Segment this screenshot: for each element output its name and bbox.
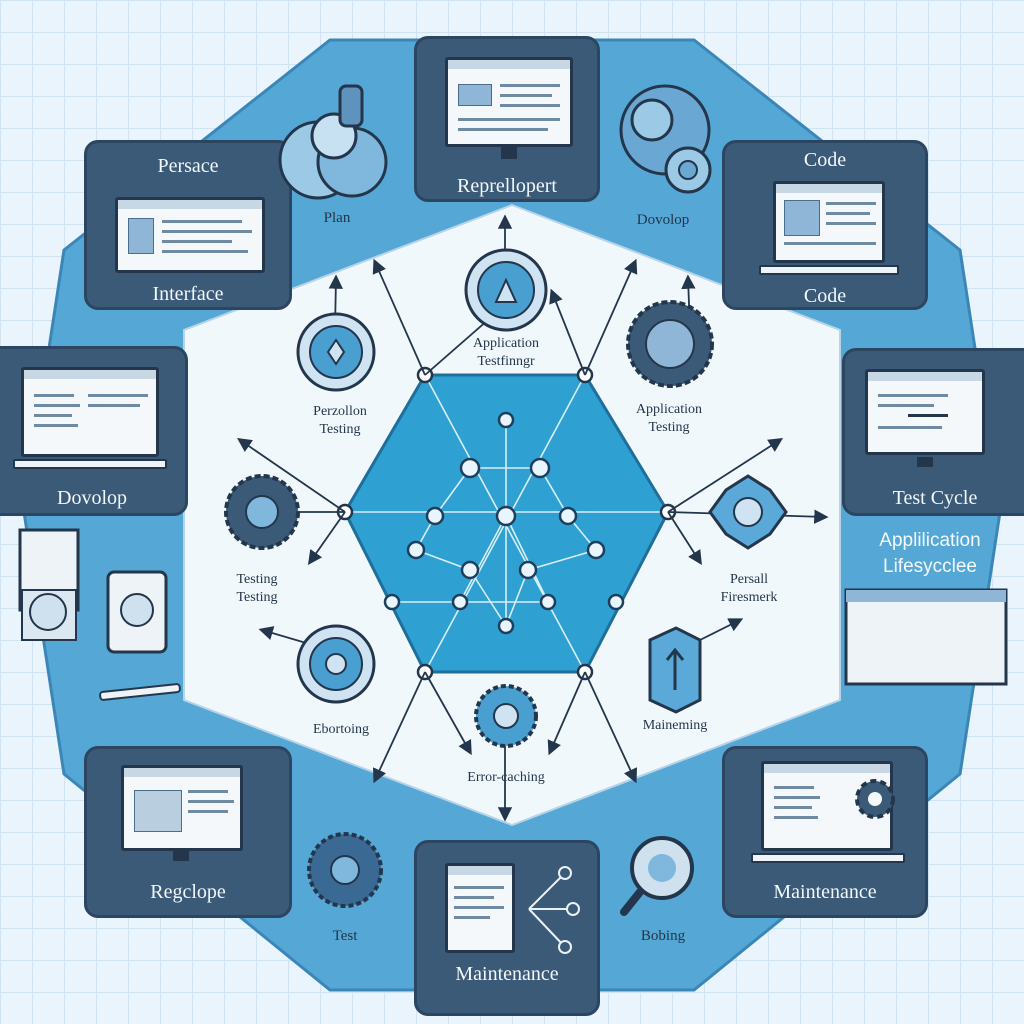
label-lifecycle-1: Applilication — [879, 530, 981, 551]
panel-code: Code Code — [722, 140, 928, 310]
app-window-right — [844, 588, 1008, 686]
panel-interface-title: Persace — [157, 155, 219, 177]
panel-maintenance-center: Maintenance — [414, 840, 600, 1016]
target-badge-icon — [296, 624, 376, 704]
spark-gear-icon — [474, 684, 538, 748]
gear-icon — [855, 779, 895, 819]
triangle-badge-icon — [464, 248, 548, 332]
regclope-screen — [121, 765, 243, 851]
spiky-gear-icon — [307, 832, 383, 908]
gear-cluster-icon — [619, 84, 712, 194]
panel-test-cycle: Test Cycle — [842, 348, 1024, 516]
label-perzollon-1: Perzollon — [313, 404, 367, 419]
network-lines — [345, 374, 668, 673]
label-maineming: Maineming — [642, 718, 708, 733]
panel-reprellopert-title: Reprellopert — [457, 175, 557, 197]
panel-maintenance-right: Maintenance — [722, 746, 928, 918]
label-testing-left-1: Testing — [236, 572, 278, 587]
pen-icon — [99, 683, 181, 701]
label-plan: Plan — [323, 210, 351, 226]
sidebar-doc-icons — [18, 528, 168, 654]
interface-screen — [115, 197, 265, 273]
reprellopert-screen — [445, 57, 573, 147]
label-ebortoing: Ebortoing — [313, 722, 369, 737]
maintenance-center-screen — [445, 863, 515, 953]
panel-code-subtitle: Code — [803, 285, 847, 307]
connector-nodes-icon — [528, 866, 580, 954]
magnifier-icon — [620, 836, 694, 916]
panel-maintenance-right-title: Maintenance — [773, 881, 877, 903]
panel-interface-subtitle: Interface — [152, 283, 224, 305]
label-perzollon-2: Testing — [319, 422, 361, 437]
test-cycle-screen — [865, 369, 985, 455]
label-lifecycle-2: Lifesycclee — [883, 556, 977, 577]
label-bobing: Bobing — [640, 928, 686, 944]
label-app-testing-right-1: Application — [635, 402, 703, 417]
panel-dovolop: Dovolop — [0, 346, 188, 516]
arrow-badge-icon — [648, 626, 702, 714]
panel-test-cycle-title: Test Cycle — [892, 487, 978, 509]
brain-icon — [278, 84, 388, 200]
panel-maintenance-center-title: Maintenance — [455, 963, 559, 985]
label-persall-2: Firesmerk — [720, 590, 778, 605]
gear-icon — [224, 474, 300, 550]
label-persall-1: Persall — [729, 572, 769, 587]
label-app-testing-top-2: Testfinngr — [477, 354, 535, 369]
dovolop-screen — [21, 367, 159, 457]
panel-regclope-title: Regclope — [150, 881, 226, 903]
label-test: Test — [332, 928, 358, 944]
panel-interface: Persace Interface — [84, 140, 292, 310]
settings-badge-icon — [626, 300, 714, 388]
code-screen — [773, 181, 885, 263]
panel-reprellopert: Reprellopert — [414, 36, 600, 202]
badge-icon — [708, 474, 788, 550]
panel-code-title: Code — [803, 149, 847, 171]
network-nodes — [383, 411, 625, 635]
label-develop: Dovolop — [636, 212, 690, 228]
panel-regclope: Regclope — [84, 746, 292, 918]
diamond-badge-icon — [296, 312, 376, 392]
label-app-testing-right-2: Testing — [648, 420, 690, 435]
label-error-caching: Error-caching — [467, 770, 545, 785]
panel-dovolop-title: Dovolop — [57, 487, 127, 509]
label-testing-left-2: Testing — [236, 590, 278, 605]
label-app-testing-top-1: Application — [472, 336, 540, 351]
